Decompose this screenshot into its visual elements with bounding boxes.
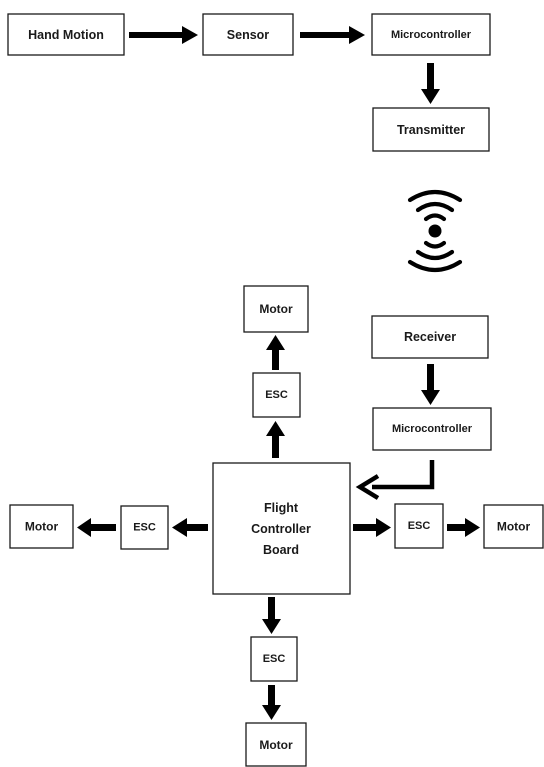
motor-top-block: Motor [243, 285, 309, 333]
motor-right-label: Motor [497, 520, 531, 534]
arrow-receiver-to-microcontroller [421, 364, 440, 405]
microcontroller-rx-label: Microcontroller [392, 423, 473, 435]
motor-left-label: Motor [25, 520, 59, 534]
arrow-esc-bottom-to-motor-bottom [262, 685, 281, 720]
transmitter-label: Transmitter [397, 123, 465, 137]
esc-bottom-label: ESC [263, 653, 286, 665]
motor-top-label: Motor [259, 302, 293, 316]
sensor-label: Sensor [227, 28, 270, 42]
hand-motion-block: Hand Motion [7, 13, 125, 56]
motor-right-block: Motor [483, 504, 544, 549]
receiver-block: Receiver [371, 315, 489, 359]
flight-controller-label-line2: Controller [251, 522, 311, 536]
receiver-label: Receiver [404, 330, 456, 344]
arrow-hand-to-sensor [129, 26, 198, 44]
sensor-block: Sensor [202, 13, 294, 56]
esc-bottom-block: ESC [250, 636, 298, 682]
motor-bottom-block: Motor [245, 722, 307, 767]
arrow-fc-to-esc-left [172, 518, 208, 537]
arrow-esc-top-to-motor-top [266, 335, 285, 370]
microcontroller-tx-block: Microcontroller [371, 13, 491, 56]
hand-motion-label: Hand Motion [28, 28, 104, 42]
wireless-signal-icon [407, 189, 463, 273]
arrow-esc-right-to-motor-right [447, 518, 480, 537]
motor-bottom-label: Motor [259, 738, 293, 752]
esc-left-label: ESC [133, 522, 156, 534]
flight-controller-label-line1: Flight [264, 501, 299, 515]
arrow-microcontroller-to-transmitter [421, 63, 440, 104]
arrow-fc-to-esc-bottom [262, 597, 281, 634]
transmitter-block: Transmitter [372, 107, 490, 152]
motor-left-block: Motor [9, 504, 74, 549]
esc-right-label: ESC [408, 520, 431, 532]
arrow-microcontroller-to-flight-controller [355, 460, 435, 500]
arrow-fc-to-esc-right [353, 518, 391, 537]
microcontroller-rx-block: Microcontroller [372, 407, 492, 451]
arrow-sensor-to-microcontroller [300, 26, 365, 44]
arrow-esc-left-to-motor-left [77, 518, 116, 537]
esc-left-block: ESC [120, 505, 169, 550]
esc-right-block: ESC [394, 503, 444, 549]
esc-top-label: ESC [265, 389, 288, 401]
microcontroller-tx-label: Microcontroller [391, 29, 472, 41]
flight-controller-block: Flight Controller Board [212, 462, 351, 595]
esc-top-block: ESC [252, 372, 301, 418]
flight-controller-label-line3: Board [263, 543, 299, 557]
arrow-fc-to-esc-top [266, 421, 285, 458]
